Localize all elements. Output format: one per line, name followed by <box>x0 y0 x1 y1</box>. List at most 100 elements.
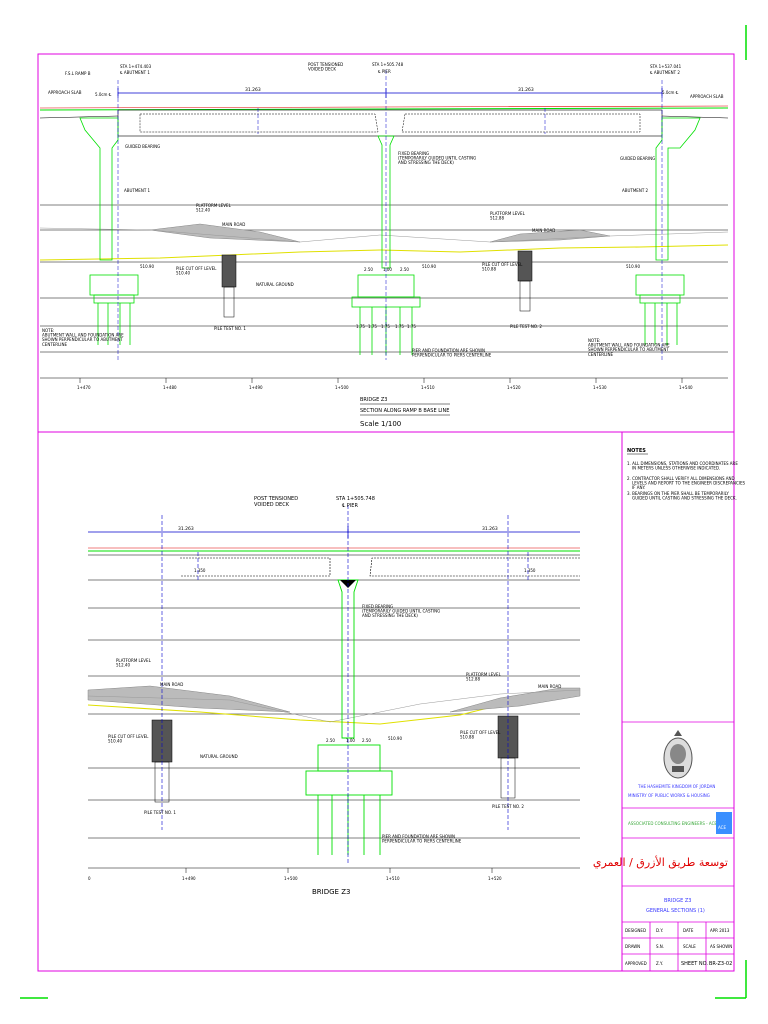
tb-row1-label2: DATE <box>683 928 694 933</box>
top-guided-left: GUIDED BEARING <box>125 144 160 149</box>
tb-row1-value2: APR 2013 <box>710 928 730 933</box>
bottom-pier-dim-1: 2.50 <box>326 738 335 743</box>
top-pile-test2: PILE TEST NO. 2 <box>510 324 542 329</box>
top-pier-bot-2: 1.75 <box>368 324 377 329</box>
jordan-emblem-icon <box>663 730 693 779</box>
bottom-sta-pier: STA 1+505.748 <box>336 496 375 502</box>
top-centerlines <box>117 70 663 360</box>
bottom-pier-ref: ℄ PIER <box>342 503 358 509</box>
top-fixed-bearing: FIXED BEARING(TEMPORARILY GUIDED UNTIL C… <box>398 151 476 165</box>
note-3: 3. BEARINGS ON THE PIER SHALL BE TEMPORA… <box>627 491 737 501</box>
tb-project-arabic: توسعة طريق الأزرق / العمري <box>593 855 728 870</box>
bottom-main-road-right <box>449 687 581 713</box>
bottom-station-1490: 1+490 <box>182 876 196 881</box>
top-station-1480: 1+480 <box>163 385 177 390</box>
tb-row2-label2: SCALE <box>683 944 696 949</box>
top-abutment-1 <box>79 117 139 345</box>
top-pile-test1: PILE TEST NO. 1 <box>214 326 246 331</box>
top-dim-right: 5.0cm ℄ <box>662 90 679 95</box>
bottom-title: BRIDGE Z3 <box>312 888 350 896</box>
bottom-station-ticks <box>185 868 493 873</box>
top-level-a2: 510.90 <box>626 264 640 269</box>
top-station-1470: 1+470 <box>77 385 91 390</box>
top-pier-bot-4: 1.75 <box>395 324 404 329</box>
bottom-deck <box>88 554 580 581</box>
top-abutment-2 <box>635 117 701 345</box>
top-station-1500: 1+500 <box>335 385 349 390</box>
bottom-span-2: 31.263 <box>482 526 498 532</box>
tb-row3-label: APPROVED <box>625 961 647 966</box>
ace-logo-icon: ACE <box>718 825 726 830</box>
top-main-road-left-label: MAIN ROAD <box>222 222 245 227</box>
top-station-1510: 1+510 <box>421 385 435 390</box>
title-block: THE HASHEMITE KINGDOM OF JORDAN MINISTRY… <box>593 721 734 971</box>
bottom-centerlines <box>161 505 529 865</box>
top-abut1-ref: ℄ ABUTMENT 1 <box>120 70 150 75</box>
top-section-drawing: 1+470 1+480 1+490 1+500 1+510 1+520 1+53… <box>39 62 729 428</box>
tb-row3-value2: BR-Z3-02 <box>709 961 732 967</box>
tb-row1-label: DESIGNED <box>625 928 646 933</box>
top-guided-right: GUIDED BEARING <box>620 156 655 161</box>
top-title-block: BRIDGE Z3 SECTION ALONG RAMP B BASE LINE… <box>360 397 450 428</box>
tb-consultant: ASSOCIATED CONSULTING ENGINEERS - ACE <box>628 821 717 826</box>
top-dim-left: 5.0cm ℄ <box>95 92 112 97</box>
tb-drawing-title2: GENERAL SECTIONS (1) <box>646 908 705 914</box>
top-main-road-right <box>489 229 611 243</box>
top-abutment2-label: ABUTMENT 2 <box>622 188 649 193</box>
top-abut2-ref: ℄ ABUTMENT 2 <box>650 70 680 75</box>
bottom-level-pier: 510.90 <box>388 736 402 741</box>
bottom-station-left: 0 <box>88 876 91 881</box>
top-pier <box>351 135 421 355</box>
bottom-station-1520: 1+520 <box>488 876 502 881</box>
bottom-section-drawing: 0 1+490 1+500 1+510 1+520 POST TENSIONED… <box>87 496 581 896</box>
bottom-natural-ground: NATURAL GROUND <box>200 754 238 759</box>
top-scale: Scale 1/100 <box>360 420 401 428</box>
top-test-pile-2 <box>517 250 533 312</box>
sheet-border <box>37 53 735 972</box>
top-pier-bot-1: 1.75 <box>356 324 365 329</box>
top-station-1540: 1+540 <box>679 385 693 390</box>
bottom-pier-dim-3: 2.50 <box>362 738 371 743</box>
top-main-road-right-label: MAIN ROAD <box>532 228 555 233</box>
tb-row1-value: D.Y. <box>656 928 663 933</box>
bottom-deck-depth-right: 1.350 <box>524 568 536 573</box>
top-test-pile-1 <box>221 254 237 318</box>
top-level-a1: 510.90 <box>140 264 154 269</box>
bottom-main-road-right-label: MAIN ROAD <box>538 684 561 689</box>
top-span-dimension <box>117 88 663 98</box>
tb-ministry: MINISTRY OF PUBLIC WORKS & HOUSING <box>628 793 710 798</box>
notes-panel: NOTES 1. ALL DIMENSIONS, STATIONS AND CO… <box>627 448 746 501</box>
top-abutment1-label: ABUTMENT 1 <box>124 188 151 193</box>
top-deck <box>39 107 729 137</box>
tb-row2-value2: AS SHOWN <box>710 944 732 949</box>
bottom-deck-depth-left: 1.350 <box>194 568 206 573</box>
top-sta-pier: STA 1+505.748 <box>372 62 404 67</box>
top-station-labels: 1+470 1+480 1+490 1+500 1+510 1+520 1+53… <box>77 385 693 390</box>
top-approach-left: APPROACH SLAB <box>48 90 82 95</box>
bottom-pile-test2: PILE TEST NO. 2 <box>492 804 524 809</box>
bottom-station-1500: 1+500 <box>284 876 298 881</box>
bottom-grid-lines <box>88 607 580 869</box>
top-pier-dim-1: 2.50 <box>364 267 373 272</box>
tb-drawing-title1: BRIDGE Z3 <box>664 898 691 904</box>
top-title2: SECTION ALONG RAMP B BASE LINE <box>360 408 449 414</box>
top-level-pier: 510.90 <box>422 264 436 269</box>
tb-row3-value: Z.Y. <box>656 961 663 966</box>
top-ground-line <box>39 244 729 261</box>
corner-marks <box>20 25 747 999</box>
bottom-pier <box>305 579 393 855</box>
top-pier-dim-3: 2.50 <box>400 267 409 272</box>
top-span-2: 31.263 <box>518 87 534 93</box>
top-approach-right: APPROACH SLAB <box>690 94 724 99</box>
tb-kingdom: THE HASHEMITE KINGDOM OF JORDAN <box>637 784 715 789</box>
